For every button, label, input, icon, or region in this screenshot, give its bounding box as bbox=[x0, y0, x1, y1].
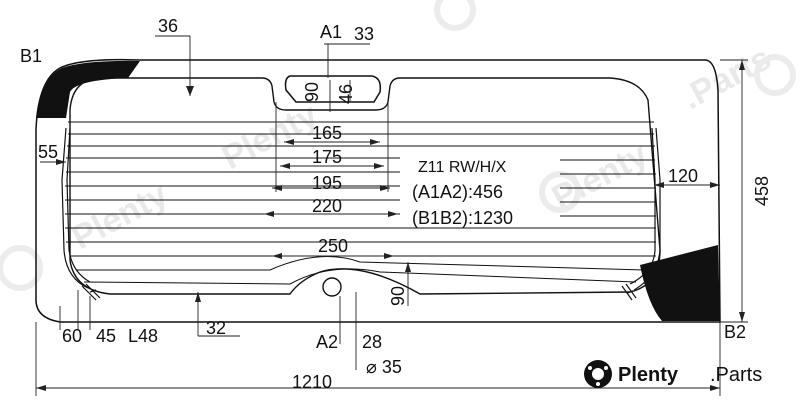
glass-outline bbox=[35, 58, 721, 323]
frit-bottom-right bbox=[640, 245, 720, 321]
camera-cutout bbox=[284, 75, 382, 103]
dim-32-label: 32 bbox=[206, 318, 226, 338]
busbar-right-inner bbox=[629, 127, 656, 285]
busbar-right bbox=[633, 127, 661, 291]
watermark-disc-icon bbox=[434, 0, 476, 31]
connector-right bbox=[621, 283, 637, 301]
dim-90-top-label: 90 bbox=[302, 82, 322, 102]
watermark-disc-icon bbox=[754, 54, 796, 96]
heater-line bbox=[83, 268, 637, 285]
brand-name: Plenty bbox=[618, 364, 679, 386]
point-b2-label: B2 bbox=[724, 322, 746, 342]
dim-55-label: 55 bbox=[38, 142, 58, 162]
model-code: Z11 RW/H/X bbox=[418, 159, 507, 176]
brake-disc-hub-icon bbox=[592, 368, 604, 380]
dim-120-label: 120 bbox=[668, 166, 698, 186]
watermark-text: Plenty bbox=[66, 176, 174, 257]
dim-l48-label: L48 bbox=[128, 326, 158, 346]
dim-36-label: 36 bbox=[158, 16, 178, 36]
dim-28-label: 28 bbox=[362, 332, 382, 352]
dim-45-label: 45 bbox=[96, 326, 116, 346]
connector-left bbox=[81, 283, 101, 301]
dim-46-label: 46 bbox=[336, 84, 356, 104]
brand-logo: Plenty .Parts bbox=[584, 360, 762, 388]
busbar-left-inner bbox=[66, 127, 91, 283]
watermark-text: Plenty bbox=[216, 96, 324, 177]
dim-1210-label: 1210 bbox=[292, 372, 332, 392]
dim-90-bottom-label: 90 bbox=[388, 286, 408, 306]
point-b1-label: B1 bbox=[20, 46, 42, 66]
busbar-left bbox=[61, 127, 89, 289]
frit-top-left bbox=[36, 60, 140, 118]
dim-33-label: 33 bbox=[354, 24, 374, 44]
heater-line bbox=[76, 256, 647, 271]
dim-220-label: 220 bbox=[312, 196, 342, 216]
inner-opening bbox=[69, 77, 661, 295]
dim-diameter-35-label: ⌀ 35 bbox=[366, 357, 402, 377]
dim-165-label: 165 bbox=[312, 123, 342, 143]
watermark-background: Plenty Plenty Plenty .Parts bbox=[0, 0, 796, 291]
dim-250-label: 250 bbox=[318, 236, 348, 256]
b1b2-length: (B1B2):1230 bbox=[412, 208, 513, 228]
a1a2-length: (A1A2):456 bbox=[412, 182, 503, 202]
watermark-text: .Parts bbox=[676, 39, 777, 117]
dim-60-label: 60 bbox=[62, 326, 82, 346]
dim-458-label: 458 bbox=[752, 176, 772, 206]
point-a1-label: A1 bbox=[320, 22, 342, 42]
dim-195-label: 195 bbox=[312, 173, 342, 193]
watermark-disc-icon bbox=[0, 245, 43, 291]
point-a2-label: A2 bbox=[316, 332, 338, 352]
dimension-lines bbox=[35, 35, 748, 396]
dim-175-label: 175 bbox=[312, 147, 342, 167]
dimension-arrows bbox=[36, 60, 745, 391]
wiper-hole bbox=[322, 277, 342, 297]
brand-suffix: .Parts bbox=[710, 364, 762, 386]
